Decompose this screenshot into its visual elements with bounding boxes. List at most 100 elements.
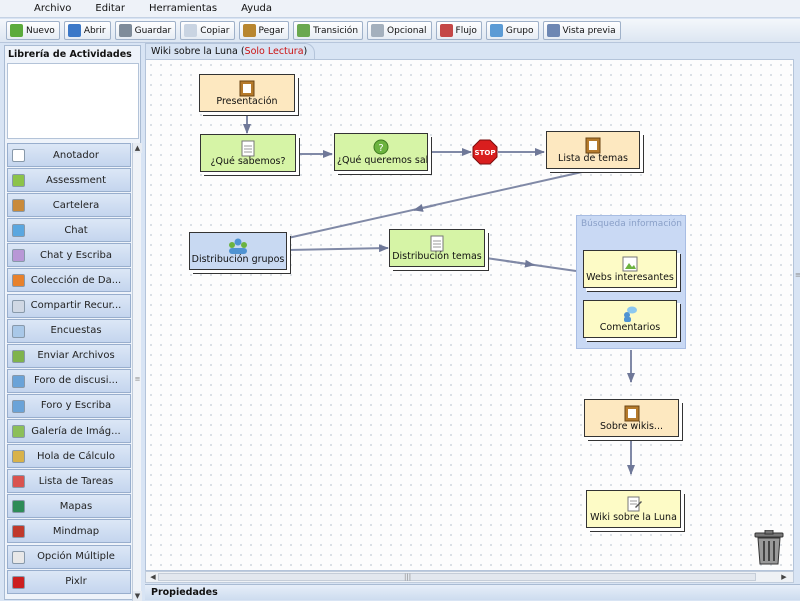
right-splitter[interactable]: ≡ [795,45,800,585]
activity-item-mapas[interactable]: Mapas [7,494,131,519]
activity-item-label: Lista de Tareas [38,475,114,487]
noticeboard-icon [624,405,639,422]
activity-item-label: Hola de Cálculo [36,450,116,462]
copy-icon [184,24,198,37]
activity-node-distribucion-temas[interactable]: Distribución temas [389,229,485,267]
splitter-grip-icon[interactable]: ≡ [795,271,800,279]
survey-icon [12,324,25,338]
canvas-horizontal-scrollbar[interactable]: ◀ ||| ▶ [145,571,794,583]
toolbar-guardar-button[interactable]: Guardar [114,21,177,40]
activity-item-label: Opción Múltiple [37,551,115,562]
activity-item-label: Chat [64,224,88,236]
activity-list-scrollbar[interactable]: ▲ ≡ ▼ [132,143,142,601]
chat-bubble-icon [12,224,25,238]
activity-item-colecci-n-de-da[interactable]: Colección de Da... [7,268,131,293]
notebook-icon [241,140,255,157]
toolbar-button-label: Guardar [134,25,172,36]
notebook-icon [430,235,444,252]
activity-item-anotador[interactable]: Anotador [7,143,131,167]
activity-item-label: Foro y Escriba [40,400,112,412]
activity-item-mindmap[interactable]: Mindmap [7,519,131,544]
toolbar-copiar-button[interactable]: Copiar [180,21,235,40]
optional-group-busqueda[interactable]: Búsqueda información Webs interesantes C… [576,215,686,349]
activity-item-assessment[interactable]: Assessment [7,168,131,193]
scroll-left-icon[interactable]: ◀ [150,573,156,581]
activity-node-presentacion[interactable]: Presentación [199,74,295,112]
toolbar-button-label: Vista previa [562,25,616,36]
activity-item-label: Chat y Escriba [39,249,113,261]
activity-node-lista-temas[interactable]: Lista de temas [546,131,640,169]
sequence-tab[interactable]: Wiki sobre la Luna (Solo Lectura) [145,43,315,59]
activity-item-chat-y-escriba[interactable]: Chat y Escriba [7,243,131,268]
activity-node-webs-interesantes[interactable]: Webs interesantes [583,250,677,288]
activity-item-foro-de-discusi[interactable]: Foro de discusi... [7,368,131,393]
activity-node-comentarios[interactable]: Comentarios [583,300,677,338]
activity-node-wiki-luna[interactable]: Wiki sobre la Luna [586,490,681,528]
mindmap-icon [12,525,25,539]
share-resources-icon [12,299,25,313]
activity-item-label: Colección de Da... [30,274,122,286]
activity-item-label: Mapas [59,500,93,512]
arrow-listatemas-distgrupos-head [413,204,437,212]
activity-item-cartelera[interactable]: Cartelera [7,193,131,218]
image-gallery-icon [12,425,25,439]
toolbar-grupo-button[interactable]: Grupo [485,21,539,40]
noticeboard-icon [585,137,601,154]
activity-node-sobre-wikis[interactable]: Sobre wikis... [584,399,679,437]
send-files-icon [12,349,25,363]
notebook-icon [12,149,25,162]
activity-item-label: Foro de discusi... [33,375,119,387]
toolbar-button-label: Grupo [505,25,534,36]
noticeboard-icon [239,80,255,97]
activity-item-opci-n-m-ltiple[interactable]: Opción Múltiple [7,544,131,569]
activity-node-que-sabemos[interactable]: ¿Qué sabemos? [200,134,296,172]
menu-archivo[interactable]: Archivo [34,3,72,14]
activity-item-compartir-recur[interactable]: Compartir Recur... [7,293,131,318]
scroll-up-icon[interactable]: ▲ [133,143,142,153]
toolbar-nuevo-button[interactable]: Nuevo [6,21,60,40]
toolbar-transici-n-button[interactable]: Transición [293,21,364,40]
grouping-node-distribucion-grupos[interactable]: Distribución grupos [189,232,287,270]
scroll-grip-icon[interactable]: ≡ [134,375,141,383]
activity-item-label: Mindmap [52,525,100,537]
activity-item-enviar-archivos[interactable]: Enviar Archivos [7,343,131,368]
activity-item-foro-y-escriba[interactable]: Foro y Escriba [7,393,131,418]
design-canvas[interactable]: Presentación ¿Qué sabemos? ? ¿Qué querem… [145,59,794,571]
multiple-choice-icon [12,550,25,564]
toolbar-button-label: Nuevo [26,25,55,36]
activity-item-chat[interactable]: Chat [7,218,131,243]
toolbar-abrir-button[interactable]: Abrir [63,21,111,40]
menu-ayuda[interactable]: Ayuda [241,3,273,14]
trash-icon[interactable] [752,530,786,566]
optional-icon [371,24,385,37]
question-icon: ? [373,139,389,155]
forum-scribe-icon [12,399,25,413]
toolbar-flujo-button[interactable]: Flujo [435,21,482,40]
toolbar-opcional-button[interactable]: Opcional [367,21,432,40]
activity-item-hola-de-c-lculo[interactable]: Hola de Cálculo [7,444,131,469]
toolbar-pegar-button[interactable]: Pegar [238,21,290,40]
activity-item-label: Assessment [46,174,106,186]
globe-icon [12,500,25,514]
scroll-thumb[interactable] [158,573,756,581]
activity-library-title: Librería de Actividades [8,49,132,60]
toolbar-button-label: Flujo [455,25,477,36]
activity-item-galer-a-de-im-g[interactable]: Galería de Imág... [7,419,131,444]
scroll-down-icon[interactable]: ▼ [133,591,142,601]
stop-gate-icon[interactable]: STOP [472,139,498,165]
scroll-right-icon[interactable]: ▶ [781,573,787,581]
menu-herramientas[interactable]: Herramientas [149,3,218,14]
arrow-disttemas-grupo-head [505,259,535,268]
activity-item-encuestas[interactable]: Encuestas [7,318,131,343]
activity-item-pixlr[interactable]: Pixlr [7,569,131,594]
database-icon [12,274,25,288]
properties-panel-header[interactable]: Propiedades [145,584,800,600]
flow-connections [243,112,635,475]
menu-editar[interactable]: Editar [95,3,125,14]
toolbar-vista-previa-button[interactable]: Vista previa [542,21,621,40]
activity-node-que-queremos[interactable]: ? ¿Qué queremos saber? [334,133,428,171]
activity-item-lista-de-tareas[interactable]: Lista de Tareas [7,469,131,494]
